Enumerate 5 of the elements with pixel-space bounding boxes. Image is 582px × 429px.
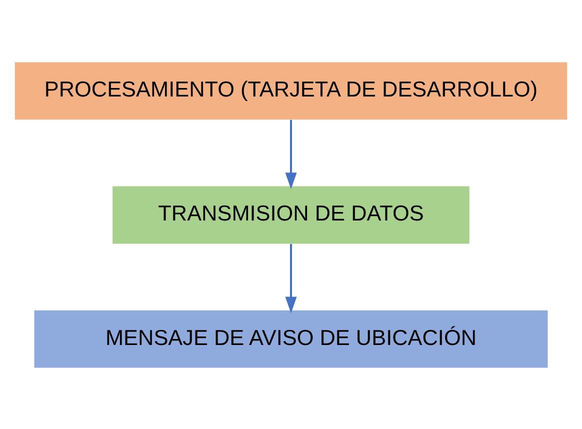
node-box: PROCESAMIENTO (TARJETA DE DESARROLLO) xyxy=(14,62,568,120)
arrow xyxy=(285,119,297,189)
arrow xyxy=(285,244,297,313)
node-box: MENSAJE DE AVISO DE UBICACIÓN xyxy=(34,310,548,368)
node-box: TRANSMISION DE DATOS xyxy=(112,186,470,244)
